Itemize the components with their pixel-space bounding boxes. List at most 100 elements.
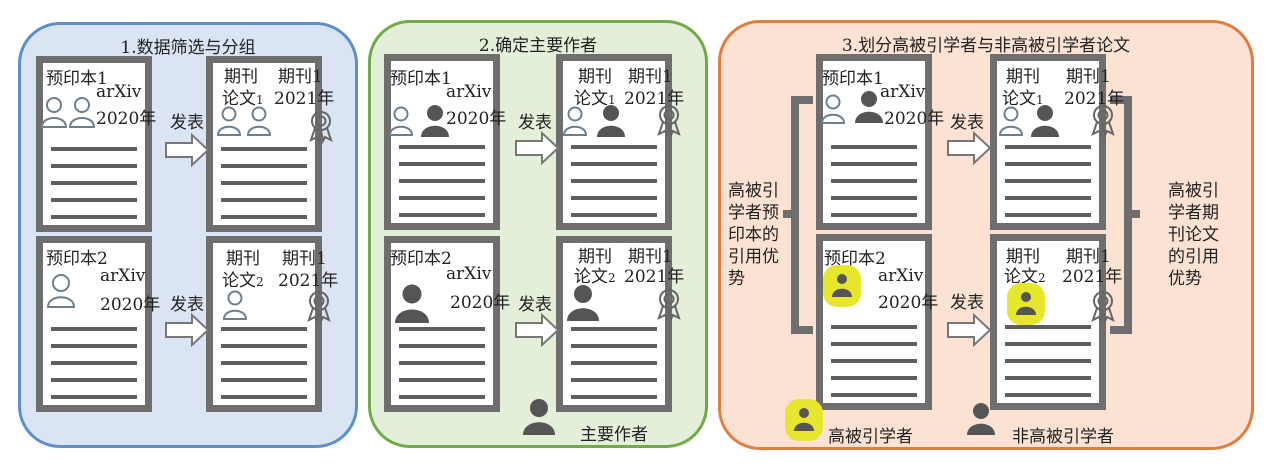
panel-title: 1.数据筛选与分组 [120, 38, 256, 58]
text-line [51, 361, 137, 365]
panel-classification: 3.划分高被引学者与非高被引学者论文 [718, 20, 1254, 450]
text-line [51, 181, 137, 185]
text-line [399, 179, 485, 183]
award-ribbon-icon [1091, 105, 1115, 139]
person-outline-icon [216, 106, 242, 136]
text-line [831, 359, 917, 363]
year-label: 2021年 [274, 89, 335, 109]
text-line [831, 196, 917, 200]
preprint-card [36, 56, 152, 232]
preprint-label: 预印本1 [46, 69, 108, 89]
year-label: 2021年 [278, 271, 339, 291]
panel-title: 2.确定主要作者 [478, 36, 598, 56]
text-line [831, 325, 917, 329]
preprint-card [384, 54, 500, 230]
preprint-card [816, 54, 932, 230]
person-outline-icon [222, 290, 248, 320]
text-line [1005, 393, 1091, 397]
text-line [1005, 359, 1091, 363]
publish-label: 发表 [950, 113, 984, 133]
legend-main-author: 主要作者 [580, 425, 648, 445]
person-outline-icon [562, 106, 588, 136]
preprint-card [384, 236, 500, 412]
paper-label: 论文2 [574, 267, 616, 287]
text-line [51, 378, 137, 382]
text-line [831, 179, 917, 183]
text-line [221, 215, 307, 219]
person-filled-icon [567, 285, 599, 321]
side-label-left-line: 印本的 [728, 225, 779, 245]
person-filled-icon [855, 91, 883, 123]
side-label-left-line: 势 [728, 269, 745, 289]
text-line [221, 344, 307, 348]
text-line [571, 395, 657, 399]
year-label: 2020年 [96, 109, 157, 129]
publish-arrow [947, 130, 992, 166]
person-filled-icon [1031, 105, 1059, 137]
journal-card [206, 236, 322, 412]
text-line [831, 162, 917, 166]
journal-label: 期刊 [578, 247, 612, 267]
publish-label: 发表 [170, 113, 204, 133]
preprint-card [816, 234, 932, 410]
preprint-card [36, 236, 152, 412]
journal-name: 期刊1 [628, 67, 673, 87]
year-label: 2020年 [878, 293, 939, 313]
publish-arrow [165, 132, 210, 168]
legend-non-highly-cited: 非高被引学者 [1012, 427, 1114, 447]
person-filled-icon [597, 105, 625, 137]
text-line [571, 344, 657, 348]
text-line [51, 215, 137, 219]
text-line [571, 213, 657, 217]
year-label: 2020年 [450, 293, 511, 313]
publish-label: 发表 [950, 293, 984, 313]
preprint-label: 预印本2 [390, 249, 452, 269]
year-label: 2021年 [624, 267, 685, 287]
side-label-right-line: 优势 [1168, 269, 1202, 289]
journal-label: 期刊 [1006, 67, 1040, 87]
text-line [1005, 325, 1091, 329]
text-line [571, 196, 657, 200]
preprint-label: 预印本1 [822, 69, 884, 89]
side-label-right-line: 高被引 [1168, 181, 1219, 201]
year-label: 2021年 [1062, 267, 1123, 287]
text-line [399, 361, 485, 365]
text-line [221, 361, 307, 365]
side-label-right-line: 的引用 [1168, 247, 1219, 267]
publish-arrow [947, 312, 992, 348]
journal-label: 期刊 [224, 67, 258, 87]
award-ribbon-icon [307, 291, 331, 325]
text-line [831, 145, 917, 149]
person-outline-icon [998, 106, 1024, 136]
year-label: 2020年 [446, 109, 507, 129]
source-label: arXiv [446, 264, 492, 284]
journal-label: 期刊 [578, 67, 612, 87]
person-outline-icon [388, 106, 414, 136]
text-line [831, 393, 917, 397]
text-line [51, 395, 137, 399]
person-outline-icon [68, 97, 96, 128]
side-label-left-line: 学者预 [728, 203, 779, 223]
text-line [831, 213, 917, 217]
journal-name: 期刊1 [282, 249, 327, 269]
person-filled-icon [523, 399, 555, 435]
award-ribbon-icon [657, 105, 681, 139]
text-line [399, 327, 485, 331]
year-label: 2020年 [884, 109, 945, 129]
highly-cited-person-icon [823, 265, 861, 307]
text-line [1005, 342, 1091, 346]
side-label-right-line: 学者期 [1168, 203, 1219, 223]
preprint-label: 预印本1 [390, 69, 452, 89]
text-line [399, 378, 485, 382]
person-filled-icon [421, 105, 449, 137]
text-line [221, 198, 307, 202]
text-line [571, 162, 657, 166]
paper-label: 论文2 [1004, 267, 1046, 287]
source-label: arXiv [96, 82, 142, 102]
text-line [51, 344, 137, 348]
publish-label: 发表 [170, 295, 204, 315]
text-line [571, 179, 657, 183]
person-outline-icon [46, 274, 76, 308]
text-line [221, 327, 307, 331]
text-line [571, 145, 657, 149]
